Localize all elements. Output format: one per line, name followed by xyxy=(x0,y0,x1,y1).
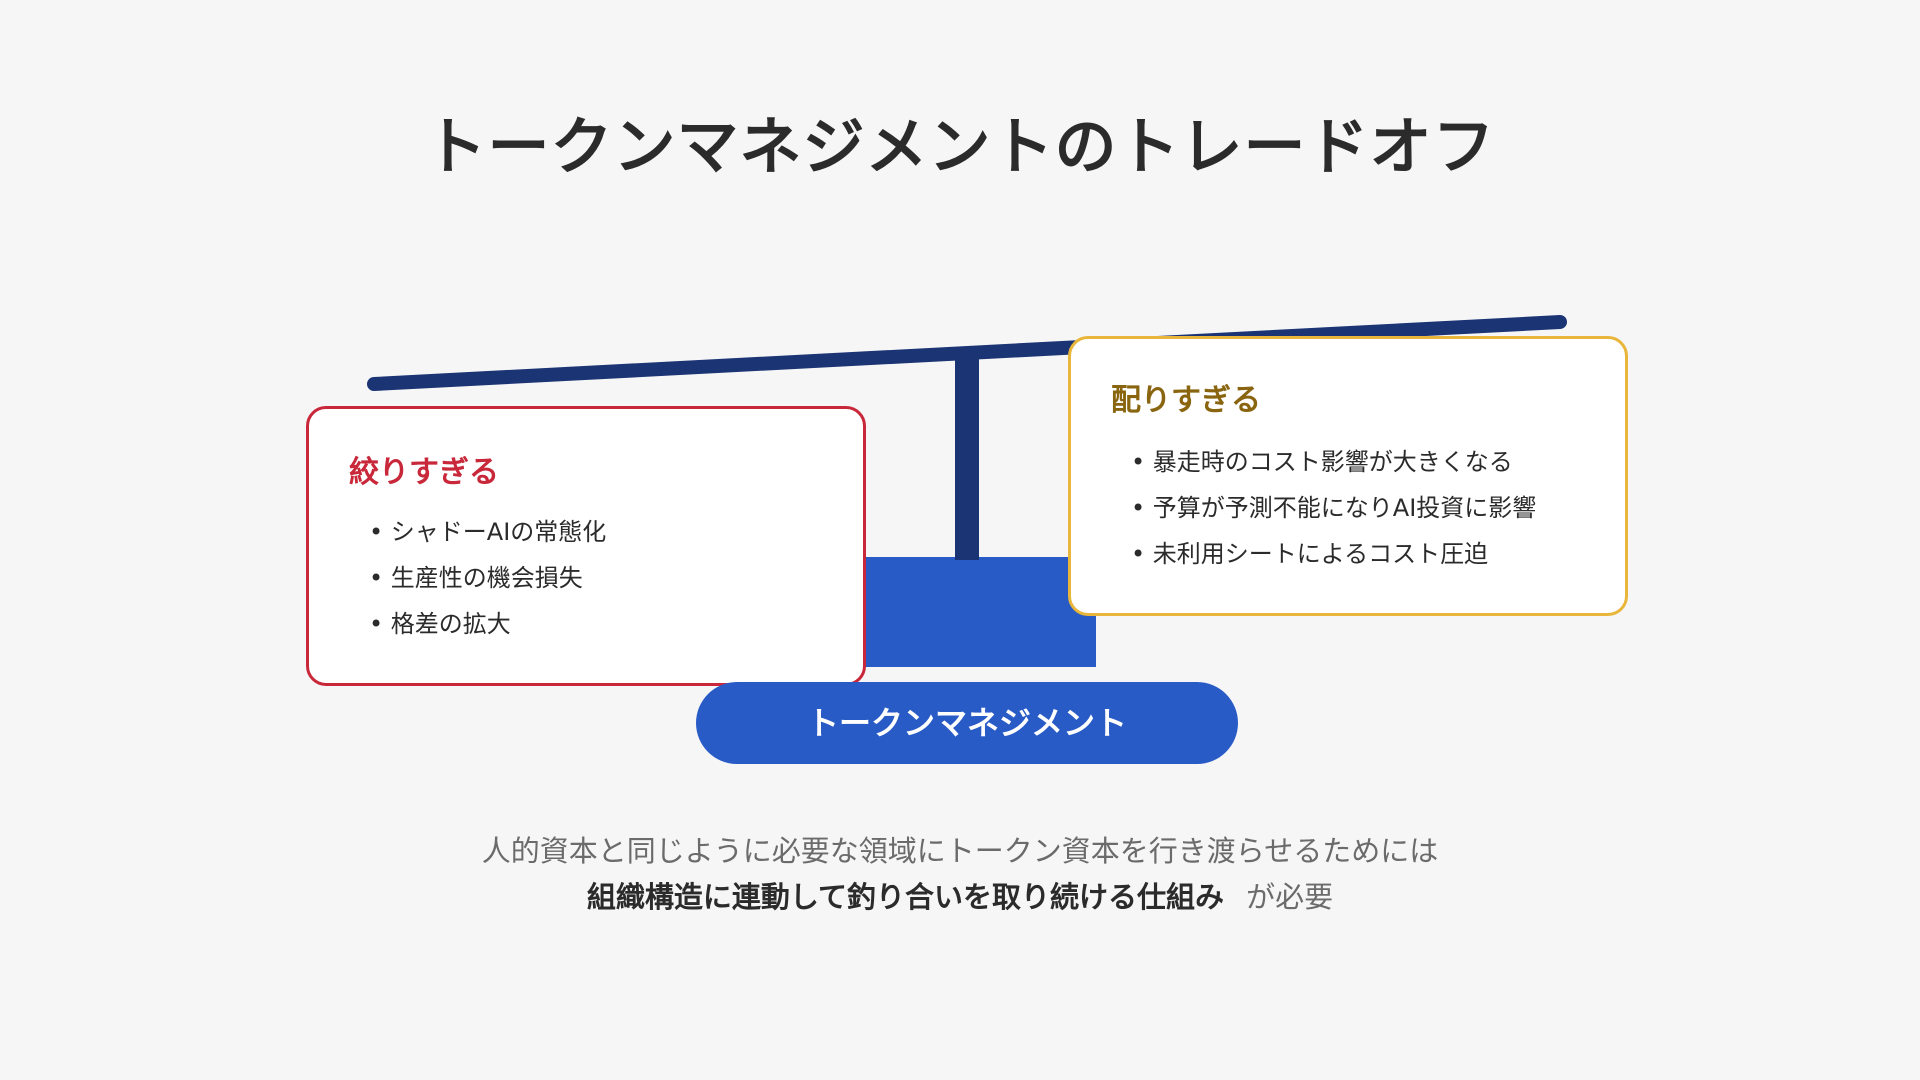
restrict-too-much-card: 絞りすぎる シャドーAIの常態化 生産性の機会損失 格差の拡大 xyxy=(306,406,866,686)
page-title: トークンマネジメントのトレードオフ xyxy=(424,110,1496,183)
scale-pillar xyxy=(955,354,979,560)
distribute-too-much-list: 暴走時のコスト影響が大きくなる 予算が予測不能になりAI投資に影響 未利用シート… xyxy=(1131,439,1537,577)
token-management-base-label: トークンマネジメント xyxy=(696,682,1238,764)
restrict-too-much-list: シャドーAIの常態化 生産性の機会損失 格差の拡大 xyxy=(369,509,607,647)
scale-pedestal xyxy=(860,557,1096,667)
distribute-too-much-card: 配りすぎる 暴走時のコスト影響が大きくなる 予算が予測不能になりAI投資に影響 … xyxy=(1068,336,1628,616)
footer-line-2: 組織構造に連動して釣り合いを取り続ける仕組みが必要 xyxy=(0,874,1920,916)
footer-line-1: 人的資本と同じように必要な領域にトークン資本を行き渡らせるためには xyxy=(481,834,1439,868)
list-item: 予算が予測不能になりAI投資に影響 xyxy=(1131,485,1537,531)
list-item: 暴走時のコスト影響が大きくなる xyxy=(1131,439,1536,485)
list-item: シャドーAIの常態化 xyxy=(369,509,607,555)
footer-emphasis: 組織構造に連動して釣り合いを取り続ける仕組み xyxy=(586,880,1225,914)
list-item: 格差の拡大 xyxy=(369,601,606,647)
scale-beam xyxy=(367,315,1567,391)
restrict-too-much-title: 絞りすぎる xyxy=(349,455,499,490)
list-item: 未利用シートによるコスト圧迫 xyxy=(1131,531,1536,577)
footer-tail: が必要 xyxy=(1246,880,1334,914)
list-item: 生産性の機会損失 xyxy=(369,555,606,601)
distribute-too-much-title: 配りすぎる xyxy=(1111,383,1261,418)
